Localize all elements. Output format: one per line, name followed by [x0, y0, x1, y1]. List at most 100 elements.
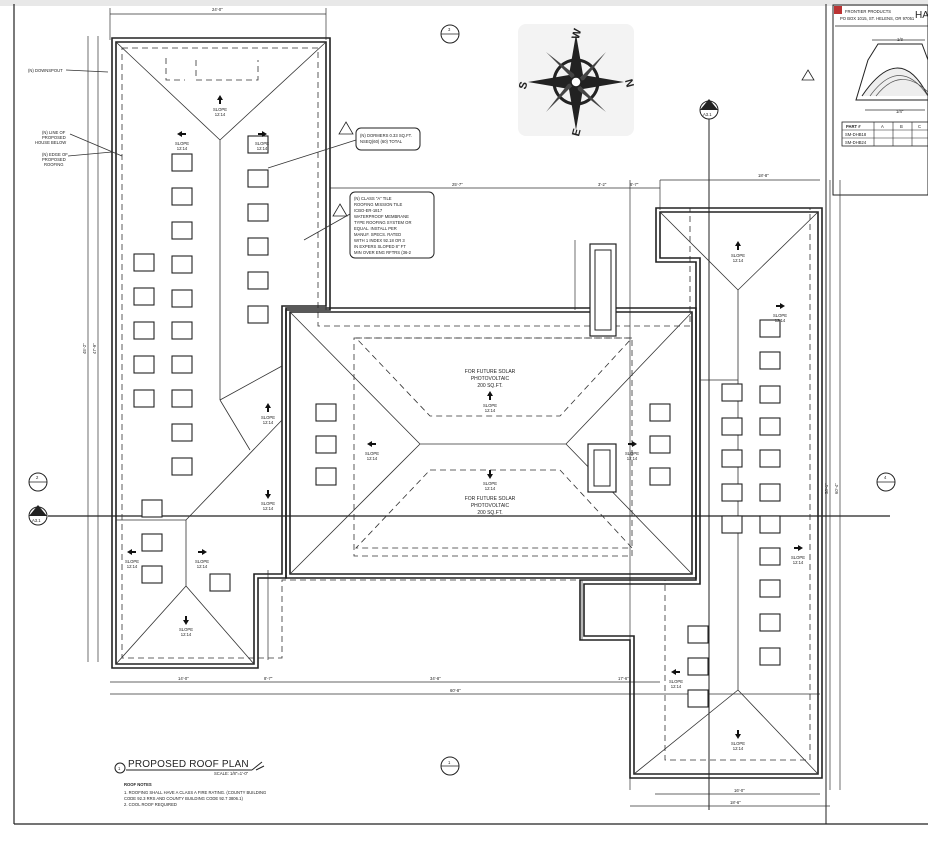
slope-value: 12:14: [177, 146, 188, 151]
elevation-marker-top-number: 3: [448, 27, 451, 32]
dormer-vent: [171, 255, 193, 274]
callout-tile-2: ROOFING MISSION TILE: [354, 202, 403, 207]
dormer-vents: [133, 135, 781, 708]
plan-scale: SCALE: 1/8"=1'-0": [214, 771, 249, 776]
dormer-vent: [171, 355, 193, 374]
solar-upper-line3: 200 SQ.FT.: [477, 383, 502, 389]
dormer-vent: [133, 253, 155, 272]
dormer-vent: [759, 351, 781, 370]
vent-heading: HA: [915, 10, 928, 21]
slope-label: SLOPE: [179, 627, 193, 632]
dim-top-chimney-b: 6'-7": [630, 182, 639, 187]
section-marker-label: A: [35, 510, 38, 515]
callout-tile-9: IN EXPERS SLOPED 8" FT: [354, 244, 406, 249]
vent-dim-top: 1/3: [897, 37, 903, 42]
dormer-vent: [133, 321, 155, 340]
dormer-vent: [133, 355, 155, 374]
slope-label: SLOPE: [731, 253, 745, 258]
elevation-marker-left: 2: [28, 472, 48, 492]
slope-value: 12:14: [733, 746, 744, 751]
vent-product-detail: FRONTIER PRODUCTS PO BOX 1015, ST. HELEN…: [832, 4, 928, 196]
dormer-vent: [141, 565, 163, 584]
dormer-vent: [247, 203, 269, 222]
dormer-vent: [171, 153, 193, 172]
dim-bottom-b: 8'-7": [264, 676, 273, 681]
compass-n: N: [622, 78, 636, 89]
slope-arrow-icon: [735, 241, 741, 250]
dormer-vent: [133, 389, 155, 408]
slope-value: 12:14: [775, 318, 786, 323]
slope-value: 12:14: [733, 258, 744, 263]
section-marker-top-label: A: [706, 103, 709, 108]
dim-left-a: 45'-2": [82, 343, 87, 354]
dormer-vent: [649, 403, 671, 422]
slope-arrow-icon: [794, 545, 803, 551]
callout-edge-roof-2: PROPOSED: [42, 157, 66, 162]
vent-row-1: SM-DHB18: [845, 132, 867, 137]
dim-top-mid: 25'-7": [452, 182, 463, 187]
slope-label: SLOPE: [365, 451, 379, 456]
slope-value: 12:14: [485, 408, 496, 413]
solar-upper-line2: PHOTOVOLTAIC: [471, 376, 510, 382]
slope-label: SLOPE: [791, 555, 805, 560]
slope-value: 12:14: [627, 456, 638, 461]
solar-lower-line2: PHOTOVOLTAIC: [471, 503, 510, 509]
slope-arrow-icon: [265, 490, 271, 499]
dormer-vent: [649, 467, 671, 486]
dormer-vent: [687, 657, 709, 676]
dormer-vent: [247, 237, 269, 256]
dormer-vent: [759, 515, 781, 534]
slope-value: 12:14: [257, 146, 268, 151]
callout-tile-7: MANUF. SPECS. RATED: [354, 232, 401, 237]
vent-dim-bottom: 1/4": [896, 109, 904, 114]
dormer-vent: [759, 483, 781, 502]
callout-tile-1: (N) CLASS "A" TILE: [354, 196, 392, 201]
slope-value: 12:14: [263, 506, 274, 511]
slope-arrow-icon: [265, 403, 271, 412]
compass-s: S: [517, 80, 530, 90]
slope-arrow-icon: [487, 470, 493, 479]
slope-arrow-icon: [198, 549, 207, 555]
dormer-vent: [649, 435, 671, 454]
slope-label: SLOPE: [213, 107, 227, 112]
dormer-vent: [759, 417, 781, 436]
vent-col-part: PART #: [846, 124, 861, 129]
callout-tile-roofing: (N) CLASS "A" TILE ROOFING MISSION TILE …: [303, 191, 435, 259]
callout-tile-4: WATERPROOF MEMBRANE: [354, 214, 409, 219]
slope-label: SLOPE: [669, 679, 683, 684]
dormer-vent: [315, 403, 337, 422]
dormer-vent: [687, 689, 709, 708]
elevation-marker-top: 3: [440, 24, 460, 44]
dormer-vent: [141, 533, 163, 552]
dormer-vent: [721, 417, 743, 436]
plan-title-block: 1 PROPOSED ROOF PLAN SCALE: 1/8"=1'-0" R…: [114, 759, 266, 807]
solar-label-lower: FOR FUTURE SOLAR PHOTOVOLTAIC 200 SQ.FT.: [465, 496, 516, 516]
slope-value: 12:14: [671, 684, 682, 689]
solar-upper-line1: FOR FUTURE SOLAR: [465, 369, 516, 375]
dim-bottom-right-b: 18'-6": [730, 800, 741, 805]
dormer-vent: [171, 187, 193, 206]
slope-arrow-icon: [487, 391, 493, 400]
dormer-vent: [247, 305, 269, 324]
chimney: [587, 243, 617, 493]
dormer-vent: [759, 385, 781, 404]
dormer-vent: [759, 579, 781, 598]
slope-label: SLOPE: [175, 141, 189, 146]
solar-lower-line3: 200 SQ.FT.: [477, 510, 502, 516]
callout-downspout-text: (N) DOWNSPOUT: [28, 68, 63, 73]
vent-col-a: A: [881, 124, 884, 129]
slope-label: SLOPE: [261, 501, 275, 506]
slope-arrow-icon: [217, 95, 223, 104]
dim-top-left: 24'-0": [212, 7, 223, 12]
